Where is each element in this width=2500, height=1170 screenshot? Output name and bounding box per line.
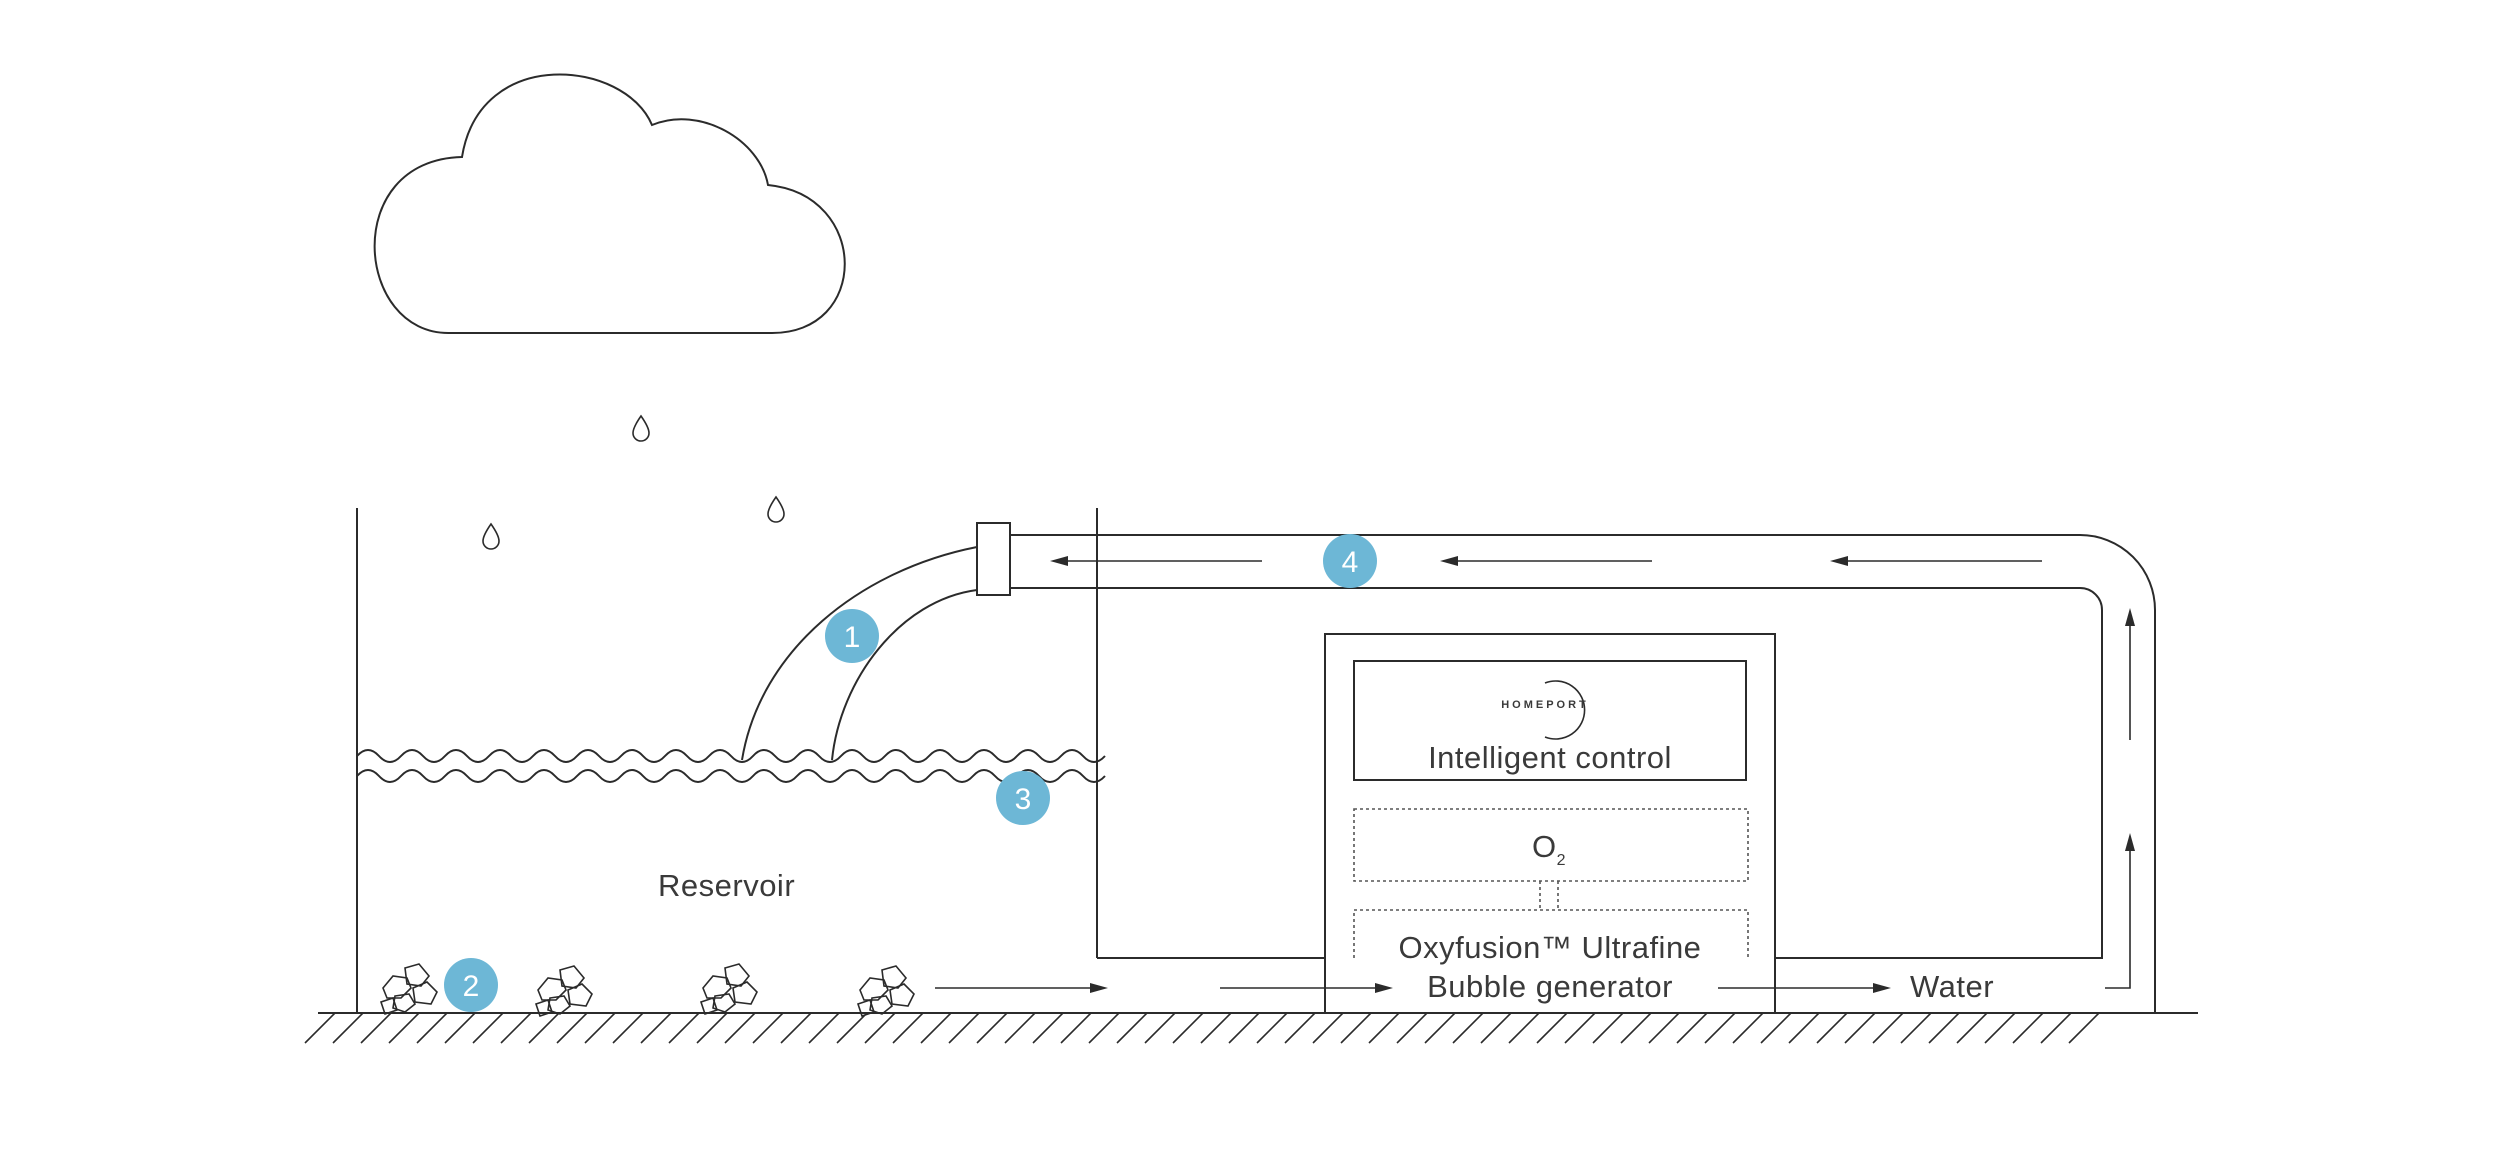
stone-shape (392, 993, 417, 1013)
stone-shape (404, 963, 431, 987)
stone-icon (379, 963, 438, 1016)
homeport-logo: HOMEPORT (1501, 680, 1589, 740)
svg-text:HOMEPORT: HOMEPORT (1501, 699, 1589, 711)
flow-arrows (935, 556, 2135, 993)
stone-shape (547, 995, 572, 1015)
stone-shape (699, 996, 719, 1016)
stone-shape (559, 965, 586, 989)
generator-label-line2: Bubble generator (1427, 969, 1673, 1004)
stone-shape (534, 998, 554, 1018)
svg-text:4: 4 (1342, 546, 1359, 579)
stone-shape (412, 981, 438, 1005)
badge-3: 3 (996, 771, 1050, 825)
stone-shape (702, 975, 732, 999)
stone-shape (859, 977, 889, 1001)
intelligent-control-panel (1353, 660, 1747, 781)
stone-shape (724, 963, 751, 987)
stone-shape (379, 996, 399, 1016)
generator-unit: HOMEPORT Intelligent control O2 Oxyfusio… (1097, 633, 2102, 1014)
intelligent-control-label: Intelligent control (1428, 740, 1672, 775)
stone-shape (889, 983, 915, 1007)
badge-1: 1 (825, 609, 879, 663)
stone-shape (382, 975, 412, 999)
oxygen-label: O2 (1532, 829, 1566, 869)
stone-shape (881, 965, 908, 989)
svg-text:2: 2 (463, 970, 480, 1003)
stone-icon (534, 965, 593, 1018)
svg-text:3: 3 (1015, 783, 1032, 816)
generator-label-line1: Oxyfusion™ Ultrafine (1399, 930, 1702, 965)
stone-shape (537, 977, 567, 1001)
stone-icons (379, 963, 915, 1018)
badge-4: 4 (1323, 534, 1377, 588)
stone-shape (712, 993, 737, 1013)
stone-shape (732, 981, 758, 1005)
stone-shape (869, 995, 894, 1015)
reservoir-label: Reservoir (658, 868, 795, 903)
stone-shape (856, 998, 876, 1018)
svg-text:1: 1 (844, 621, 861, 654)
raindrop-icon (632, 414, 650, 442)
badge-2: 2 (444, 958, 498, 1012)
reservoir-walls (356, 508, 1098, 1013)
cloud-icon (373, 73, 846, 335)
raindrop-icon (482, 522, 500, 550)
stone-icon (856, 965, 915, 1018)
oxygen-panel (1353, 808, 1749, 882)
ground (304, 1012, 2198, 1044)
water-label: Water (1910, 969, 1994, 1004)
stone-icon (699, 963, 758, 1016)
inlet-pipe (741, 522, 1011, 761)
water-surface (356, 749, 1106, 783)
stone-shape (567, 983, 593, 1007)
raindrop-icons (482, 414, 785, 550)
raindrop-icon (767, 495, 785, 523)
bubble-generator-panel (1353, 909, 1749, 958)
